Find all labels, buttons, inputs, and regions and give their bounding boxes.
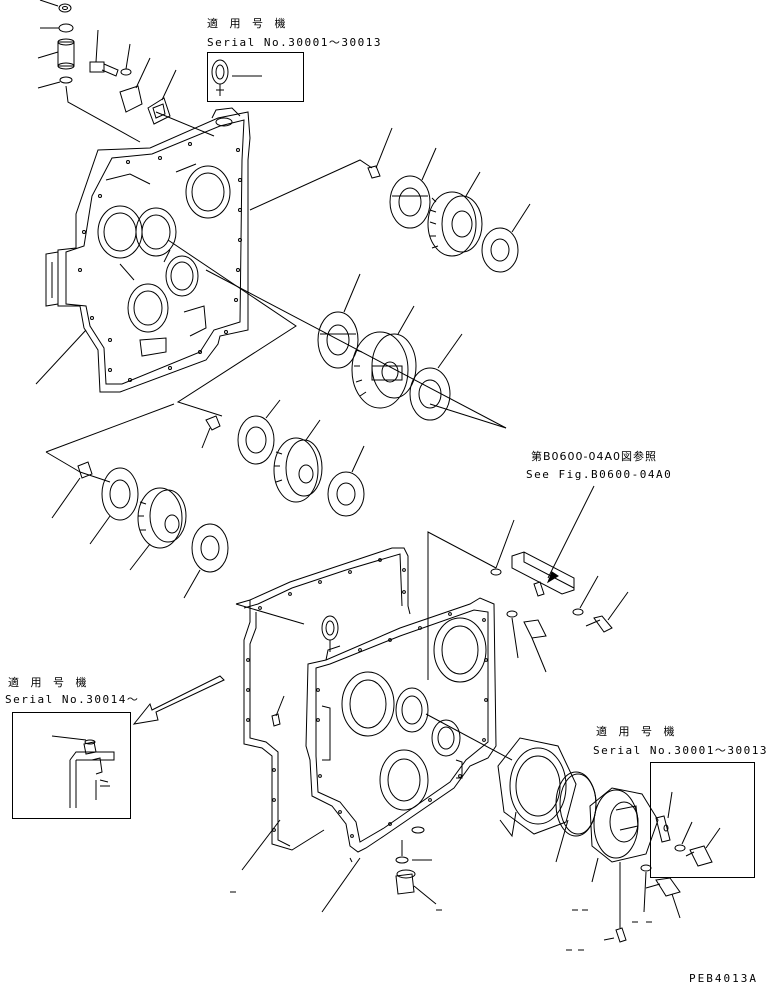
drawing-code: PEB4013A [689,972,758,985]
fig-ref-en-label: See Fig.B0600-04A0 [526,468,673,481]
right-serial-box [650,762,755,878]
dash-markers [230,891,652,951]
left-serial-box-art [51,735,115,808]
left-serial-box [12,712,131,819]
top-serial-box-art [211,59,262,96]
fig-ref-jp-label: 第B0600-04A0図参照 [531,450,658,463]
left-applicable-label: 適 用 号 機 [8,676,91,689]
assembly-lines-upper [45,159,507,483]
upper-bearings-gears [51,127,531,599]
right-serial-label: Serial No.30001～30013 [593,744,768,757]
right-applicable-label: 適 用 号 機 [596,725,679,738]
lower-gasket [235,547,411,871]
upper-gear-case [35,107,251,393]
top-small-parts [37,0,215,143]
top-serial-label: Serial No.30001～30013 [207,36,382,49]
right-side-parts [395,485,681,943]
callout-arrow [132,675,225,725]
top-serial-box [207,52,304,102]
lower-gear-case [271,531,497,913]
top-applicable-label: 適 用 号 機 [207,17,290,30]
left-serial-label: Serial No.30014～ [5,693,140,706]
right-serial-box-art [655,791,721,867]
